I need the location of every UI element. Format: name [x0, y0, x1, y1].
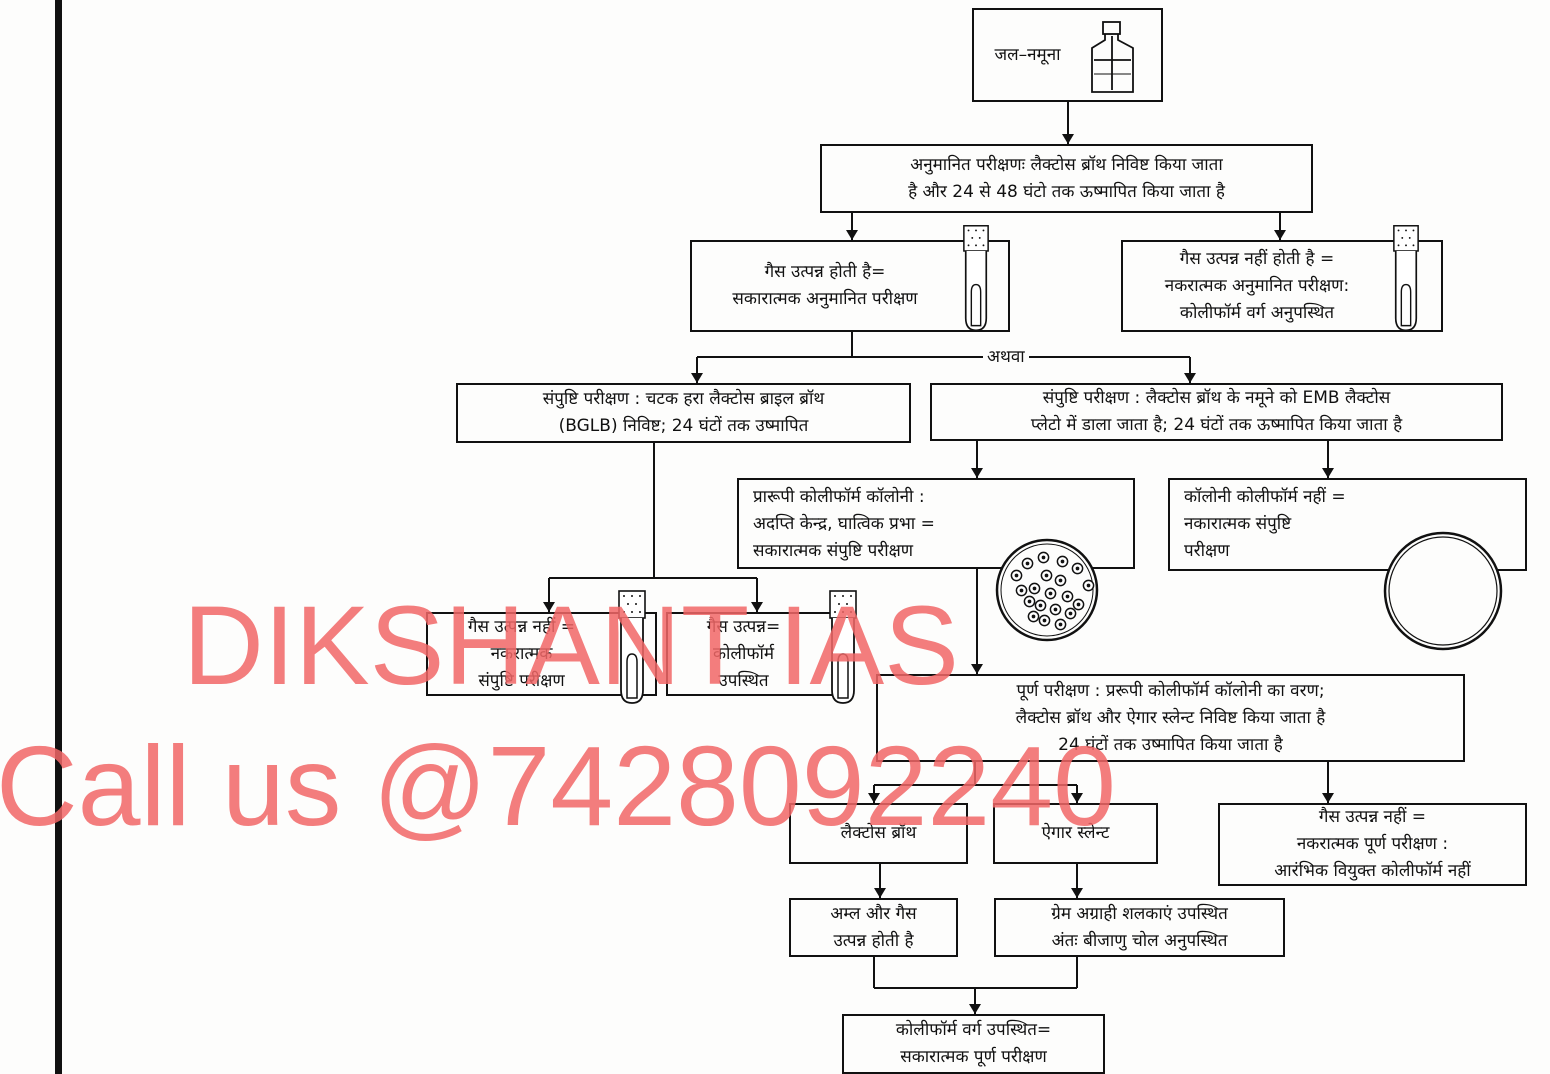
bacterial-colony: [1037, 551, 1050, 564]
completed-test-box: पूर्ण परीक्षण : प्ररूपी कोलीफॉर्म कॉलोनी…: [876, 674, 1465, 762]
or-label: अथवा: [983, 344, 1029, 370]
test-tube-icon: [962, 224, 990, 332]
bglb-no-gas-box: गैस उत्पन्न नहीं = नकरात्मक संपुष्टि परी…: [426, 612, 657, 696]
presumptive-test-line: अनुमानित परीक्षणः लैक्टोस ब्रॉथ निविष्ट …: [910, 154, 1223, 175]
typical-colony-line: सकारात्मक संपुष्टि परीक्षण: [753, 541, 914, 561]
bacterial-colony: [1038, 614, 1051, 627]
bglb-no-gas-line: नकरात्मक: [490, 643, 553, 664]
completed-negative-line: नकरात्मक पूर्ण परीक्षण :: [1296, 834, 1449, 854]
gram-stain-box: ग्रेम अग्राही शलकाएं उपस्थित अंतः बीजाणु…: [994, 898, 1285, 957]
confirmed-test-bglb-box: संपुष्टि परीक्षण : चटक हरा लैक्टोस ब्राइ…: [456, 383, 911, 443]
bacterial-colony: [1071, 562, 1084, 575]
no-coliform-colony-line: नकारात्मक संपुष्टि: [1184, 514, 1292, 534]
presumptive-test-box: अनुमानित परीक्षणः लैक्टोस ब्रॉथ निविष्ट …: [820, 144, 1313, 213]
typical-colony-line: अदप्ति केन्द्र, घात्विक प्रभा =: [753, 514, 935, 534]
presumptive-positive-line: सकारात्मक अनुमानित परीक्षण: [732, 289, 918, 309]
completed-test-line: 24 घंटों तक उष्मापित किया जाता है: [1058, 734, 1283, 755]
presumptive-negative-line: नकरात्मक अनुमानित परीक्षण:: [1164, 275, 1350, 296]
bglb-gas-line: उपस्थित: [718, 670, 769, 691]
presumptive-test-line: है और 24 से 48 घंटो तक ऊष्मापित किया जात…: [908, 181, 1225, 202]
bacterial-colony: [1056, 555, 1069, 568]
confirmed-test-emb-box: संपुष्टि परीक्षण : लैक्टोस ब्रॉथ के नमून…: [930, 383, 1503, 441]
gram-stain-line: ग्रेम अग्राही शलकाएं उपस्थित: [1051, 903, 1228, 924]
watermark-phone: Call us @7428092240: [0, 723, 1116, 849]
completed-test-line: लैक्टोस ब्रॉथ और ऐगार स्लेन्ट निविष्ट कि…: [1015, 707, 1326, 728]
bacterial-colony: [1040, 569, 1053, 582]
bglb-no-gas-line: संपुष्टि परीक्षण: [478, 670, 565, 691]
completed-test-line: पूर्ण परीक्षण : प्ररूपी कोलीफॉर्म कॉलोनी…: [1016, 680, 1325, 701]
confirmed-test-emb-line: संपुष्टि परीक्षण : लैक्टोस ब्रॉथ के नमून…: [1042, 388, 1391, 408]
bacterial-colony: [1015, 584, 1028, 597]
lactose-broth-label: लैक्टोस ब्रॉथ: [840, 823, 917, 843]
presumptive-positive-box: गैस उत्पन्न होती है= सकारात्मक अनुमानित …: [690, 240, 1010, 332]
agar-slant-label: ऐगार स्लेन्ट: [1041, 823, 1110, 843]
bacterial-colony: [1054, 618, 1067, 631]
bacterial-colony: [1054, 574, 1067, 587]
gram-stain-line: अंतः बीजाणु चोल अनुपस्थित: [1051, 930, 1228, 951]
petri-dish-icon: [995, 538, 1099, 642]
presumptive-negative-line: गैस उत्पन्न नहीं होती है =: [1179, 248, 1335, 269]
bacterial-colony: [1072, 598, 1085, 611]
lactose-broth-box: लैक्टोस ब्रॉथ: [789, 803, 968, 864]
bacterial-colony: [1010, 569, 1023, 582]
completed-negative-line: आरंभिक वियुक्त कोलीफॉर्म नहीं: [1274, 861, 1471, 881]
acid-gas-line: अम्ल और गैस: [830, 903, 917, 924]
agar-slant-box: ऐगार स्लेन्ट: [993, 803, 1158, 864]
no-coliform-colony-line: परीक्षण: [1184, 541, 1230, 561]
bacterial-colony: [1023, 595, 1036, 608]
watermark-title: DIKSHANT IAS: [183, 583, 959, 708]
acid-gas-line: उत्पन्न होती है: [833, 930, 914, 951]
bacterial-colony: [1021, 557, 1034, 570]
presumptive-positive-line: गैस उत्पन्न होती है=: [764, 262, 886, 282]
scan-edge-bar: [55, 0, 62, 1074]
confirmed-test-bglb-line: (BGLB) निविष्ट; 24 घंटों तक उष्मापित: [558, 416, 809, 436]
confirmed-test-emb-line: प्लेटो में डाला जाता है; 24 घंटों तक ऊष्…: [1030, 415, 1403, 435]
typical-colony-line: प्रारूपी कोलीफॉर्म कॉलोनी :: [753, 487, 925, 507]
bacterial-colony: [1034, 599, 1047, 612]
completed-negative-box: गैस उत्पन्न नहीं = नकरात्मक पूर्ण परीक्ष…: [1218, 803, 1527, 886]
bglb-no-gas-line: गैस उत्पन्न नहीं =: [467, 616, 576, 637]
bglb-gas-line: कोलीफॉर्म: [712, 643, 775, 664]
confirmed-test-bglb-line: संपुष्टि परीक्षण : चटक हरा लैक्टोस ब्राइ…: [542, 389, 825, 409]
bacterial-colony: [1027, 610, 1040, 623]
bacterial-colony: [1064, 607, 1077, 620]
empty-petri-dish-icon: [1383, 531, 1503, 651]
bacterial-colony: [1044, 587, 1057, 600]
connector-lines: [543, 102, 1334, 1014]
test-tube-icon: [1392, 224, 1420, 332]
water-sample-box: जल–नमूना: [972, 8, 1163, 102]
presumptive-negative-line: कोलीफॉर्म वर्ग अनुपस्थित: [1179, 302, 1335, 323]
water-bottle-icon: [1091, 21, 1134, 93]
coliform-present-line: कोलीफॉर्म वर्ग उपस्थित=: [895, 1020, 1052, 1040]
acid-gas-box: अम्ल और गैस उत्पन्न होती है: [789, 898, 958, 957]
completed-negative-line: गैस उत्पन्न नहीं =: [1318, 807, 1427, 827]
typical-colony-box: प्रारूपी कोलीफॉर्म कॉलोनी : अदप्ति केन्द…: [737, 478, 1135, 569]
no-coliform-colony-line: कॉलोनी कोलीफॉर्म नहीं =: [1184, 487, 1346, 507]
coliform-present-box: कोलीफॉर्म वर्ग उपस्थित= सकारात्मक पूर्ण …: [842, 1014, 1105, 1074]
coliform-present-line: सकारात्मक पूर्ण परीक्षण: [900, 1047, 1047, 1067]
bglb-gas-line: गैस उत्पन्न=: [706, 616, 781, 637]
bacterial-colony: [1082, 579, 1095, 592]
water-sample-label: जल–नमूना: [994, 44, 1061, 65]
bacterial-colony: [1049, 603, 1062, 616]
bacterial-colony: [1061, 590, 1074, 603]
presumptive-negative-box: गैस उत्पन्न नहीं होती है = नकरात्मक अनुम…: [1121, 240, 1443, 332]
bacterial-colony: [1028, 582, 1041, 595]
no-coliform-colony-box: कॉलोनी कोलीफॉर्म नहीं = नकारात्मक संपुष्…: [1168, 478, 1527, 571]
